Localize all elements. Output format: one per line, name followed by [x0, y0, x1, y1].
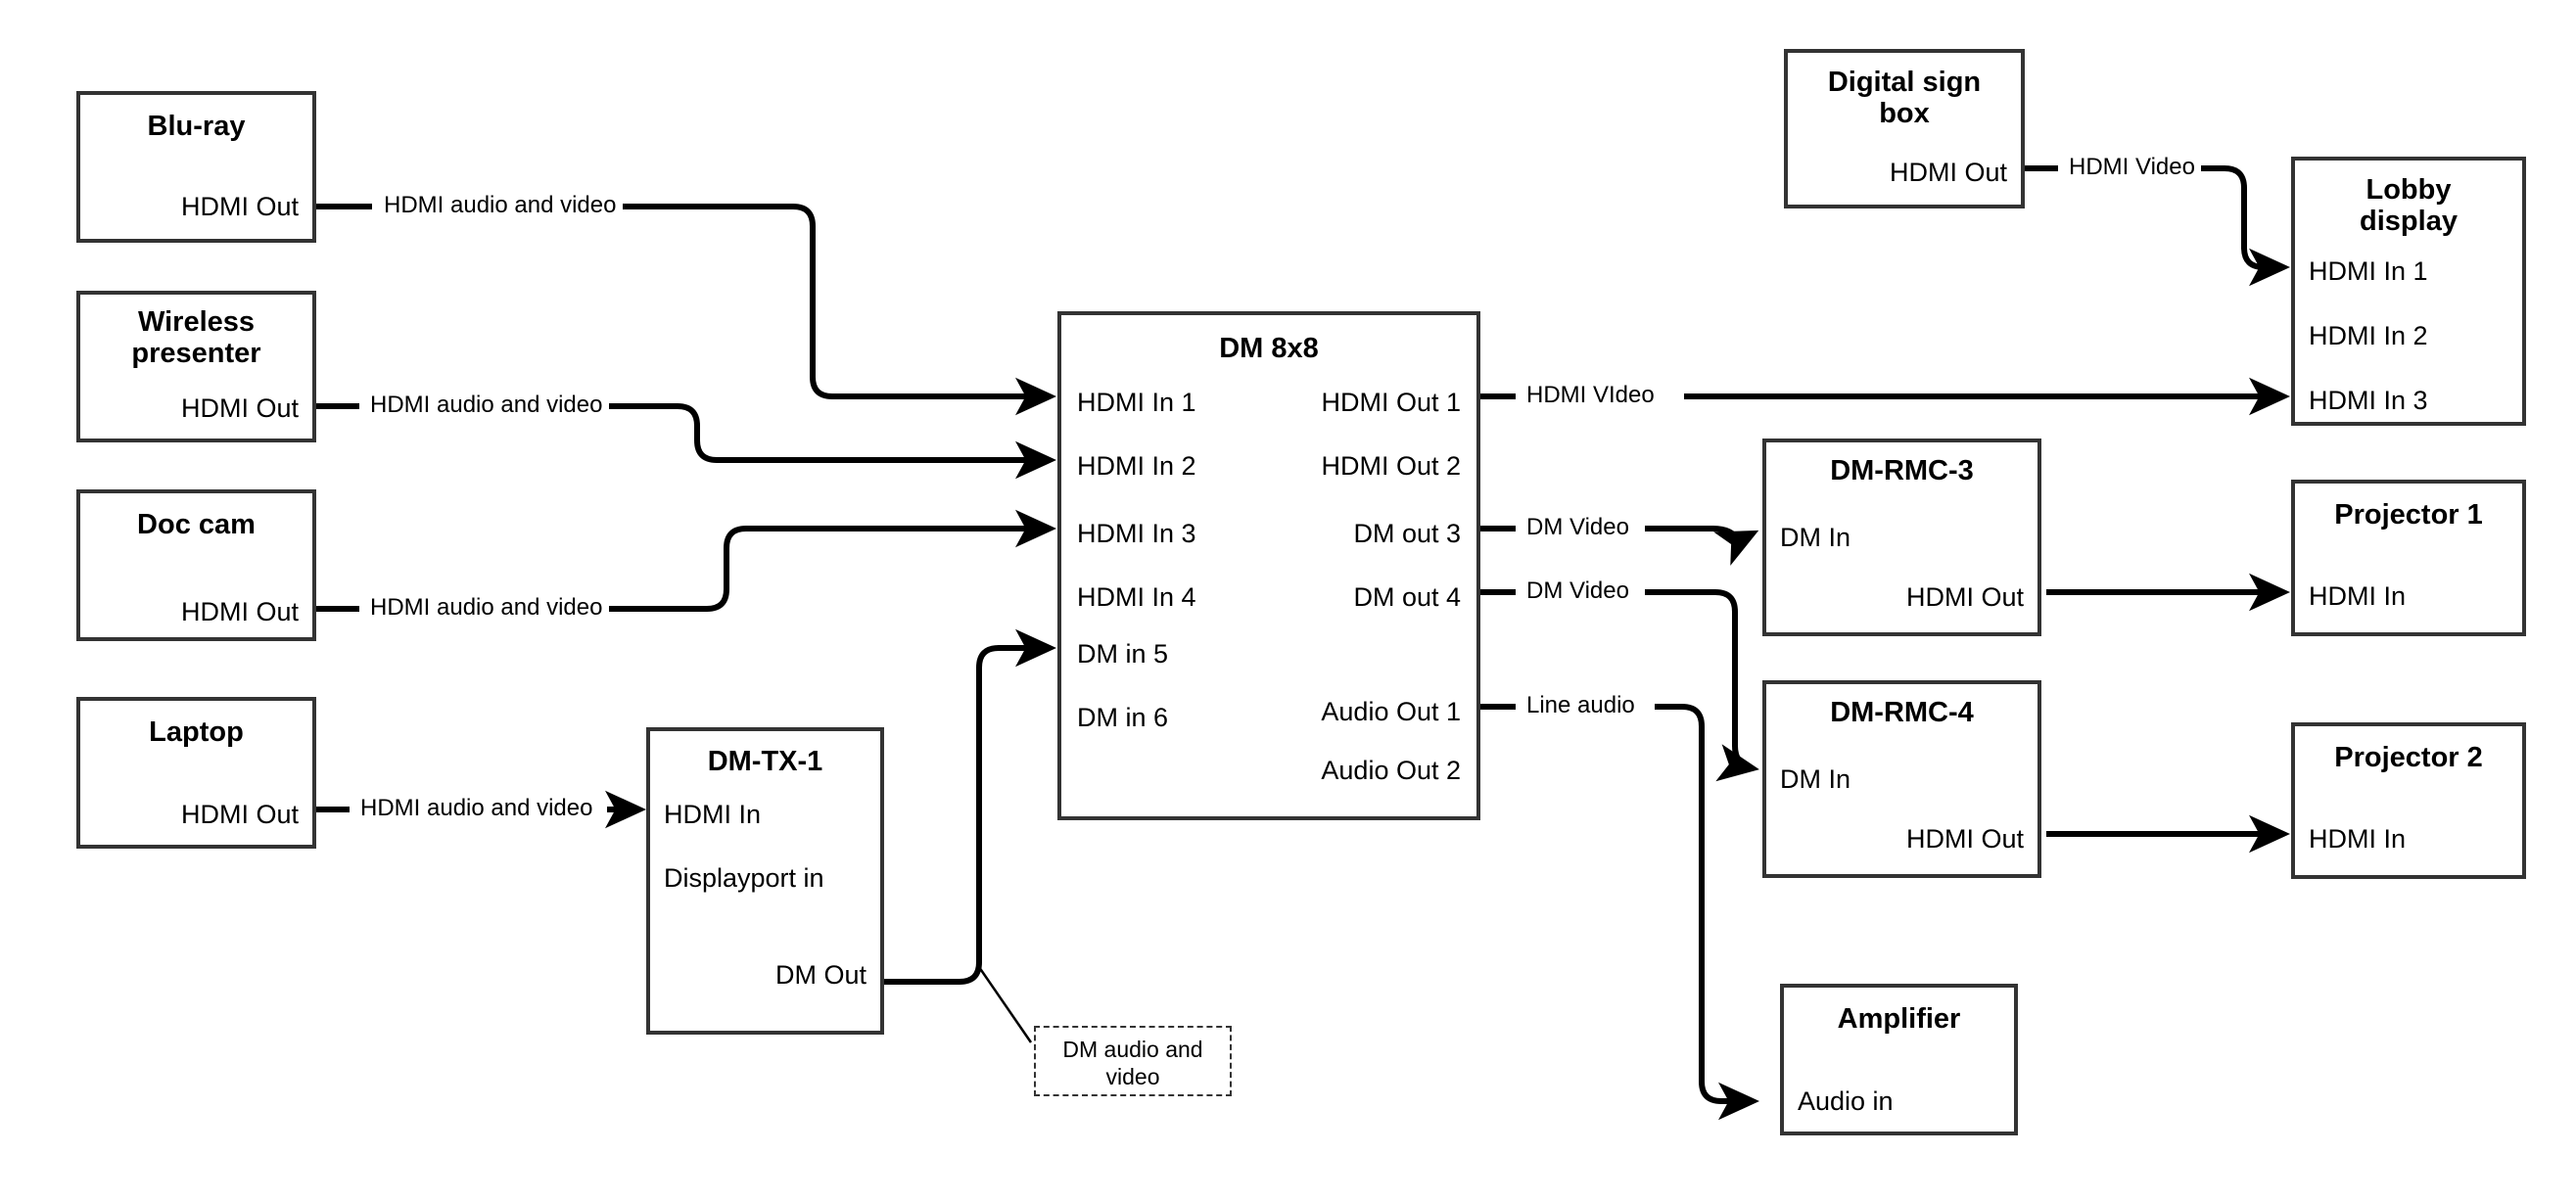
node-dm-8x8-output-dm-out-3: DM out 3: [1353, 519, 1461, 548]
wire-dmtx1-to-dm8x8: [884, 628, 1056, 985]
node-lobby-display-input-hdmi-in-3: HDMI In 3: [2309, 386, 2428, 415]
wire-bluray-to-dm8x8: [316, 204, 1050, 396]
edge-label-wireless-to-dm8x8: HDMI audio and video: [367, 393, 606, 417]
wire-dm8x8-dmout4-to-dmrmc4: [1480, 589, 1753, 768]
node-lobby-display-input-hdmi-in-1: HDMI In 1: [2309, 256, 2428, 286]
wire-doccam-to-dm8x8: [316, 529, 1050, 612]
node-lobby-display-title: Lobby display: [2360, 174, 2458, 238]
node-dm-8x8-input-dm-in-6: DM in 6: [1077, 703, 1169, 732]
node-dm-8x8-output-audio-out-1: Audio Out 1: [1321, 697, 1461, 726]
node-dm-tx-1-title: DM-TX-1: [707, 746, 823, 777]
edge-label-bluray-to-dm8x8: HDMI audio and video: [381, 194, 620, 217]
edge-label-laptop-to-dmtx1: HDMI audio and video: [357, 797, 596, 820]
edge-label-doccam-to-dm8x8: HDMI audio and video: [367, 596, 606, 620]
wire-signbox-to-lobby: [2025, 165, 2283, 267]
node-projector-2-port-hdmi-in: HDMI In: [2309, 824, 2407, 854]
callout-text: DM audio and video: [1062, 1037, 1203, 1089]
edge-label-dm8x8-audioout1-amp: Line audio: [1523, 694, 1638, 717]
node-laptop-port-hdmi-out: HDMI Out: [180, 800, 299, 829]
node-dm-rmc-3[interactable]: DM-RMC-3 DM In HDMI Out: [1762, 439, 2041, 636]
edge-label-dm8x8-dmout3-rmc3: DM Video: [1523, 516, 1632, 539]
node-dm-rmc-4-port-dm-in: DM In: [1780, 764, 1851, 794]
node-bluray-title: Blu-ray: [147, 111, 246, 142]
node-dm-8x8-input-hdmi-in-3: HDMI In 3: [1077, 519, 1196, 548]
node-projector-2[interactable]: Projector 2 HDMI In: [2291, 722, 2526, 879]
node-dm-8x8-input-dm-in-5: DM in 5: [1077, 639, 1169, 669]
node-wireless-presenter-title: Wireless presenter: [131, 306, 261, 370]
node-lobby-display-input-hdmi-in-2: HDMI In 2: [2309, 321, 2428, 350]
node-dm-8x8-input-hdmi-in-2: HDMI In 2: [1077, 451, 1196, 481]
edge-label-signbox-to-lobby: HDMI Video: [2066, 156, 2198, 179]
node-dm-8x8-title: DM 8x8: [1219, 333, 1319, 364]
node-dm-rmc-4-port-hdmi-out: HDMI Out: [1905, 824, 2024, 854]
node-wireless-presenter-port-hdmi-out: HDMI Out: [180, 393, 299, 423]
node-laptop[interactable]: Laptop HDMI Out: [76, 697, 316, 849]
node-amplifier-title: Amplifier: [1837, 1003, 1961, 1035]
node-dm-tx-1-port-dm-out: DM Out: [774, 960, 866, 990]
node-dm-tx-1-port-hdmi-in: HDMI In: [664, 800, 762, 829]
node-dm-rmc-4[interactable]: DM-RMC-4 DM In HDMI Out: [1762, 680, 2041, 878]
node-dm-8x8-input-hdmi-in-1: HDMI In 1: [1077, 388, 1196, 417]
node-dm-8x8-input-hdmi-in-4: HDMI In 4: [1077, 582, 1196, 612]
wire-wireless-to-dm8x8: [316, 403, 1050, 460]
node-bluray-port-hdmi-out: HDMI Out: [180, 192, 299, 221]
edge-label-dm8x8-hdmiout1-lobby: HDMI VIdeo: [1523, 384, 1658, 407]
node-lobby-display[interactable]: Lobby display HDMI In 1 HDMI In 2 HDMI I…: [2291, 157, 2526, 426]
node-dm-tx-1-port-displayport-in: Displayport in: [664, 863, 824, 893]
node-dm-8x8-output-hdmi-out-1: HDMI Out 1: [1321, 388, 1461, 417]
node-digital-sign-box-title: Digital sign box: [1827, 67, 1982, 130]
node-dm-tx-1[interactable]: DM-TX-1 HDMI In Displayport in DM Out: [646, 727, 884, 1035]
node-digital-sign-box[interactable]: Digital sign box HDMI Out: [1784, 49, 2025, 208]
callout-leader-line: [977, 966, 1033, 1043]
node-doc-cam-port-hdmi-out: HDMI Out: [180, 597, 299, 626]
node-laptop-title: Laptop: [149, 716, 244, 748]
node-dm-rmc-3-title: DM-RMC-3: [1830, 455, 1974, 486]
callout-dm-audio-and-video: DM audio and video: [1034, 1026, 1232, 1096]
node-amplifier-port-audio-in: Audio in: [1798, 1086, 1894, 1116]
node-dm-rmc-3-port-dm-in: DM In: [1780, 523, 1851, 552]
node-dm-rmc-3-port-hdmi-out: HDMI Out: [1905, 582, 2024, 612]
node-amplifier[interactable]: Amplifier Audio in: [1780, 984, 2018, 1135]
node-doc-cam[interactable]: Doc cam HDMI Out: [76, 489, 316, 641]
node-dm-8x8[interactable]: DM 8x8 HDMI In 1 HDMI In 2 HDMI In 3 HDM…: [1057, 311, 1480, 820]
wire-dm8x8-audioout1-to-amplifier: [1480, 704, 1753, 1101]
node-dm-8x8-output-hdmi-out-2: HDMI Out 2: [1321, 451, 1461, 481]
node-dm-rmc-4-title: DM-RMC-4: [1830, 697, 1974, 728]
node-projector-1[interactable]: Projector 1 HDMI In: [2291, 480, 2526, 636]
node-dm-8x8-output-audio-out-2: Audio Out 2: [1321, 756, 1461, 785]
node-wireless-presenter[interactable]: Wireless presenter HDMI Out: [76, 291, 316, 442]
node-projector-1-port-hdmi-in: HDMI In: [2309, 581, 2407, 611]
node-projector-2-title: Projector 2: [2334, 742, 2483, 773]
node-projector-1-title: Projector 1: [2334, 499, 2483, 531]
node-bluray[interactable]: Blu-ray HDMI Out: [76, 91, 316, 243]
node-dm-8x8-output-dm-out-4: DM out 4: [1353, 582, 1461, 612]
wire-dm8x8-dmout3-to-dmrmc3: [1480, 529, 1753, 540]
node-doc-cam-title: Doc cam: [137, 509, 256, 540]
node-digital-sign-box-port-hdmi-out: HDMI Out: [1889, 158, 2007, 187]
edge-label-dm8x8-dmout4-rmc4: DM Video: [1523, 579, 1632, 603]
